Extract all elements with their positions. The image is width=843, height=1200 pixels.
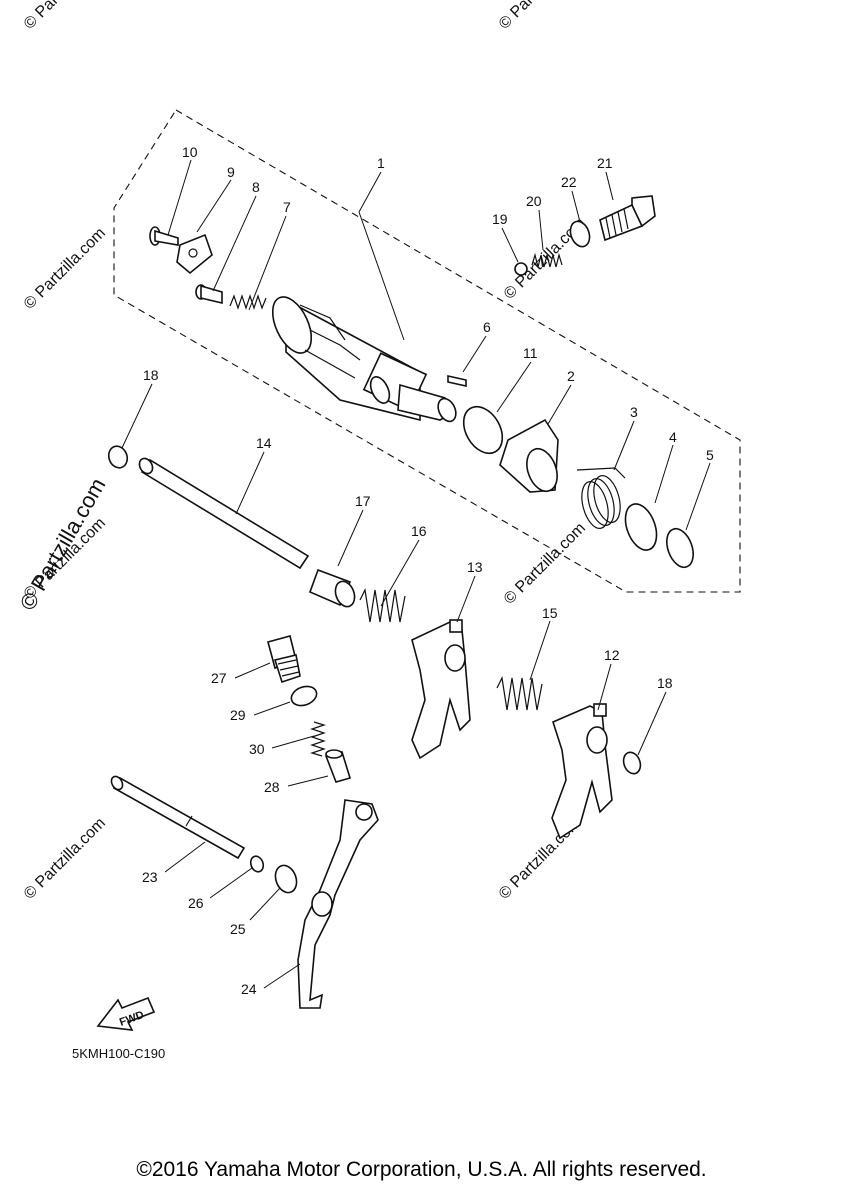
callout-22: 22 (561, 174, 577, 190)
callout-11: 11 (523, 345, 538, 361)
callout-28: 28 (264, 779, 280, 795)
shift-drum (271, 296, 457, 423)
callout-13: 13 (467, 559, 483, 575)
callout-3: 3 (630, 404, 638, 420)
detent-bolt (599, 195, 656, 242)
circlip-left (107, 445, 129, 469)
callout-15: 15 (542, 605, 558, 621)
circlip (666, 527, 694, 569)
thrust-washer (462, 405, 504, 455)
circlip-right (622, 751, 642, 775)
washer (569, 220, 591, 248)
callout-27: 27 (211, 670, 227, 686)
detent-spring (531, 252, 563, 268)
diagram-code: 5KMH100-C190 (72, 1046, 166, 1061)
side-watermark: © Partzilla.com (15, 474, 111, 615)
callout-18-right: 18 (657, 675, 673, 691)
stopper-bolt (267, 635, 301, 684)
shift-fork-right (551, 703, 613, 840)
callout-30: 30 (249, 741, 265, 757)
shift-fork-shaft (138, 457, 310, 570)
callout-20: 20 (526, 193, 542, 209)
stopper-washer (290, 685, 318, 707)
stopper-spring (310, 721, 326, 757)
bolt (149, 226, 179, 246)
segment (499, 418, 559, 493)
leader-lines (121, 159, 711, 989)
callout-17: 17 (355, 493, 371, 509)
callout-14: 14 (256, 435, 272, 451)
callout-10: 10 (182, 144, 198, 160)
callout-16: 16 (411, 523, 427, 539)
callout-29: 29 (230, 707, 246, 723)
collar (308, 568, 356, 608)
callout-8: 8 (252, 179, 260, 195)
watermark-tile: © Partzilla.com (21, 0, 109, 33)
callout-6: 6 (483, 319, 491, 335)
callout-5: 5 (706, 447, 714, 463)
callout-1: 1 (377, 155, 385, 171)
shaft-washer (274, 864, 298, 894)
watermark-tile: © Partzilla.com (21, 815, 109, 903)
callout-23: 23 (142, 869, 158, 885)
callout-7: 7 (283, 199, 291, 215)
shift-lever (297, 799, 379, 1009)
callout-24: 24 (241, 981, 257, 997)
callouts: 1 2 3 4 5 6 7 8 9 10 11 12 13 14 15 16 1… (142, 144, 714, 997)
callout-2: 2 (567, 368, 575, 384)
torsion-spring (576, 467, 626, 529)
footer-copyright: ©2016 Yamaha Motor Corporation, U.S.A. A… (136, 1158, 707, 1181)
fwd-arrow: FWD (96, 996, 156, 1031)
small-spring (229, 294, 267, 310)
shaft-circlip (249, 855, 265, 873)
watermark-tile: © Partzilla.com (501, 520, 589, 608)
shift-fork-left (411, 619, 471, 760)
watermark-tile: © Partzilla.com (21, 225, 109, 313)
watermark-tile: © Partzilla.com (496, 0, 584, 33)
fork-spring-right (496, 676, 543, 711)
callout-4: 4 (669, 429, 677, 445)
plate (176, 233, 213, 275)
callout-9: 9 (227, 164, 235, 180)
plug (195, 284, 223, 305)
ball (514, 262, 528, 276)
callout-26: 26 (188, 895, 204, 911)
stopper-pin (324, 749, 352, 783)
callout-18-left: 18 (143, 367, 159, 383)
callout-19: 19 (492, 211, 508, 227)
assembly-boundary (113, 109, 741, 593)
fork-spring-left (359, 588, 406, 623)
callout-21: 21 (597, 155, 613, 171)
collar-washer (624, 503, 658, 551)
callout-12: 12 (604, 647, 620, 663)
callout-25: 25 (230, 921, 246, 937)
pin (447, 375, 467, 387)
shift-shaft (110, 775, 246, 860)
